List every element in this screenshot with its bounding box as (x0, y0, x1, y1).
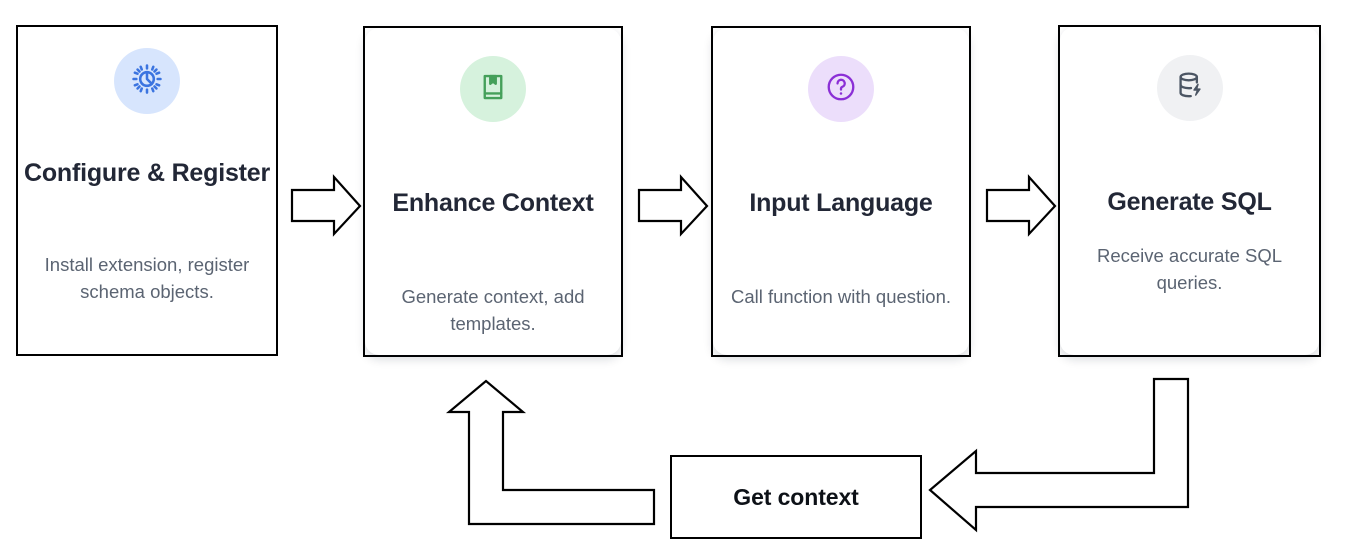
step-card-enhance-context[interactable]: Enhance Context Generate context, add te… (363, 26, 623, 357)
step-description: Generate context, add templates. (401, 286, 585, 335)
gear-icon-badge (114, 48, 180, 114)
question-circle-icon-badge (808, 56, 874, 122)
step-title: Generate SQL (1107, 188, 1272, 216)
step-description: Install extension, register schema objec… (44, 254, 250, 303)
step-card-body: Input Language Call function with questi… (713, 28, 969, 355)
elbow-arrow-left-icon-step4-to-context (928, 377, 1190, 533)
get-context-box[interactable]: Get context (670, 455, 922, 539)
arrow-right-icon-step2-step3 (637, 174, 709, 237)
question-circle-icon (825, 71, 857, 108)
book-bookmark-icon (478, 72, 508, 107)
step-description: Receive accurate SQL queries. (1096, 245, 1283, 294)
arrow-right-icon-step1-step2 (290, 174, 362, 237)
step-card-generate-sql[interactable]: Generate SQL Receive accurate SQL querie… (1058, 25, 1321, 357)
elbow-arrow-up-icon-context-to-step2 (445, 379, 656, 526)
step-card-input-language[interactable]: Input Language Call function with questi… (711, 26, 971, 357)
step-card-body: Enhance Context Generate context, add te… (365, 28, 621, 355)
database-bolt-icon (1174, 70, 1205, 106)
get-context-label: Get context (733, 483, 859, 510)
step-card-body: Generate SQL Receive accurate SQL querie… (1060, 27, 1319, 355)
step-title: Enhance Context (392, 189, 594, 217)
step-title: Input Language (749, 189, 933, 217)
step-description: Call function with question. (730, 286, 952, 307)
step-card-configure-register[interactable]: Configure & Register Install extension, … (16, 25, 278, 356)
gear-icon (131, 63, 163, 100)
arrow-right-icon-step3-step4 (985, 174, 1057, 237)
database-bolt-icon-badge (1156, 55, 1223, 121)
step-card-body: Configure & Register Install extension, … (18, 27, 276, 354)
step-title: Configure & Register (23, 159, 271, 187)
book-bookmark-icon-badge (460, 56, 526, 122)
